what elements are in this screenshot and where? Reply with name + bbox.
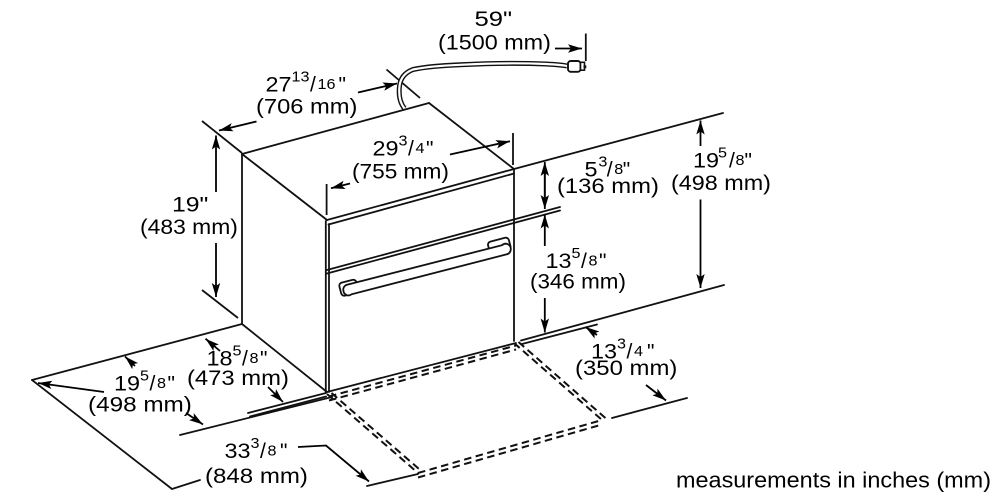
svg-text:19: 19	[114, 372, 140, 396]
svg-text:33: 33	[225, 439, 251, 463]
svg-text:(136 mm): (136 mm)	[557, 174, 659, 197]
svg-text:8: 8	[250, 351, 259, 367]
svg-text:19": 19"	[172, 192, 208, 216]
svg-text:13: 13	[292, 69, 310, 85]
svg-text:": "	[260, 348, 267, 371]
svg-text:5: 5	[233, 343, 242, 359]
svg-text:13: 13	[591, 340, 617, 364]
svg-text:": "	[339, 74, 346, 97]
svg-text:4: 4	[634, 344, 643, 360]
svg-text:/: /	[242, 348, 248, 371]
svg-text:measurements in inches (mm): measurements in inches (mm)	[676, 467, 991, 492]
svg-text:": "	[745, 150, 752, 173]
svg-text:": "	[426, 138, 433, 161]
svg-text:3: 3	[399, 133, 408, 149]
svg-text:3: 3	[598, 154, 607, 170]
svg-text:": "	[623, 159, 630, 182]
svg-text:(498 mm): (498 mm)	[671, 171, 771, 195]
svg-text:3: 3	[617, 336, 626, 352]
svg-text:(483 mm): (483 mm)	[140, 215, 238, 239]
svg-text:8: 8	[589, 253, 598, 269]
svg-text:": "	[647, 341, 654, 364]
svg-text:/: /	[607, 159, 613, 182]
svg-text:(473 mm): (473 mm)	[187, 366, 289, 389]
svg-text:/: /	[260, 440, 266, 463]
svg-text:4: 4	[416, 141, 425, 157]
svg-text:/: /	[729, 150, 735, 173]
svg-text:/: /	[310, 74, 316, 97]
svg-text:": "	[280, 440, 287, 463]
svg-text:27: 27	[266, 73, 292, 97]
svg-text:(706 mm): (706 mm)	[256, 95, 357, 118]
svg-text:(848 mm): (848 mm)	[205, 464, 308, 487]
svg-text:/: /	[150, 373, 156, 396]
svg-text:19: 19	[693, 149, 719, 173]
svg-text:(498 mm): (498 mm)	[88, 392, 192, 416]
svg-text:8: 8	[614, 162, 623, 178]
svg-text:/: /	[627, 341, 633, 364]
svg-text:8: 8	[736, 153, 745, 169]
svg-text:(1500 mm): (1500 mm)	[438, 31, 551, 55]
svg-text:8: 8	[157, 376, 166, 392]
svg-text:/: /	[408, 138, 414, 161]
svg-text:29: 29	[373, 137, 399, 161]
svg-text:(755 mm): (755 mm)	[352, 159, 449, 183]
svg-text:59": 59"	[475, 7, 513, 30]
svg-text:(346 mm): (346 mm)	[530, 269, 626, 293]
svg-text:18: 18	[207, 347, 233, 371]
svg-text:16: 16	[318, 77, 336, 93]
svg-text:": "	[599, 250, 606, 273]
svg-text:5: 5	[572, 246, 581, 262]
svg-text:/: /	[581, 250, 587, 273]
svg-text:3: 3	[251, 436, 260, 452]
svg-text:5: 5	[140, 368, 149, 384]
svg-text:13: 13	[546, 249, 572, 273]
svg-text:8: 8	[268, 443, 277, 459]
svg-text:5: 5	[718, 145, 727, 161]
svg-text:": "	[168, 373, 175, 396]
svg-text:5: 5	[585, 158, 598, 182]
svg-text:(350 mm): (350 mm)	[575, 356, 677, 379]
